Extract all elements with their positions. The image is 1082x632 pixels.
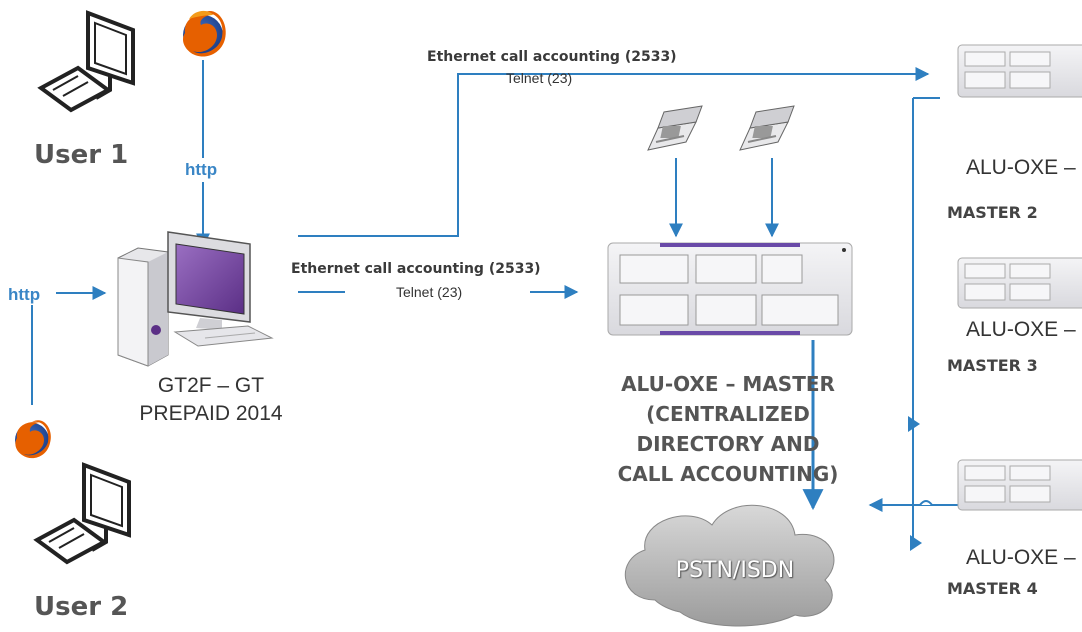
master-label: ALU-OXE – MASTER (CENTRALIZED DIRECTORY …: [588, 369, 868, 489]
master-label-line3: DIRECTORY AND: [636, 432, 820, 456]
middle-link-line2: Telnet (23): [396, 284, 463, 300]
master-label-line1: ALU-OXE – MASTER: [621, 372, 835, 396]
top-link-line1: Ethernet call accounting (2533): [427, 49, 677, 65]
pbx-cabinet-icon: [957, 44, 1082, 98]
server-label: GT2F – GT PREPAID 2014: [126, 374, 296, 426]
pbx-cabinet-icon: [957, 257, 1082, 309]
node-master4-sub: MASTER 4: [947, 579, 1038, 598]
server-label-line2: PREPAID 2014: [139, 402, 283, 425]
firefox-icon: [183, 10, 226, 57]
top-link-line2: Telnet (23): [506, 70, 573, 86]
cloud-icon: [624, 504, 835, 627]
pbx-cabinet-icon: [607, 242, 853, 336]
node-master3-name: ALU-OXE –: [966, 318, 1076, 341]
desk-phone-icon: [647, 105, 703, 151]
server-pc-icon: [117, 231, 274, 367]
pstn-label: PSTN/ISDN: [675, 558, 795, 583]
desk-phone-icon: [739, 105, 795, 151]
user2-computer-icon: [33, 462, 131, 565]
node-master4-name: ALU-OXE –: [966, 546, 1076, 569]
node-master2-name: ALU-OXE –: [966, 156, 1076, 179]
master-label-line2: (CENTRALIZED: [646, 402, 810, 426]
middle-link-line1: Ethernet call accounting (2533): [291, 261, 541, 277]
http-top-label: http: [185, 160, 218, 179]
pbx-cabinet-icon: [957, 459, 1082, 511]
firefox-icon: [15, 420, 51, 459]
user1-computer-icon: [37, 10, 135, 113]
link-top-to-master2: [298, 67, 930, 237]
http-left-label: http: [8, 285, 41, 304]
user1-label: User 1: [34, 140, 129, 170]
server-label-line1: GT2F – GT: [157, 374, 265, 397]
node-master3-sub: MASTER 3: [947, 356, 1038, 375]
user2-label: User 2: [34, 592, 129, 622]
master-label-line4: CALL ACCOUNTING): [617, 462, 839, 486]
node-master2-sub: MASTER 2: [947, 203, 1038, 222]
